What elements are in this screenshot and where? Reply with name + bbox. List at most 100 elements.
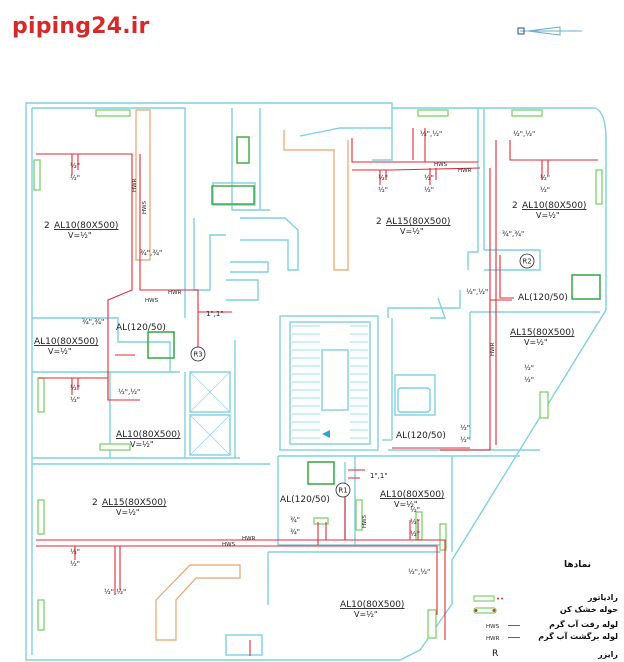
hwr-line-icon: HWR bbox=[486, 636, 520, 642]
legend-item-hwr: HWR لوله برگشت آب گرم bbox=[470, 632, 620, 643]
pipe-size-label: ½" bbox=[70, 174, 80, 182]
pipe-size-label: ½",½" bbox=[466, 288, 488, 296]
radiator bbox=[99, 443, 131, 451]
room-valve-size: V=½" bbox=[68, 231, 92, 240]
room-valve-size: V=½" bbox=[536, 211, 560, 220]
room-radiator-spec: AL15(80X500) bbox=[386, 217, 450, 227]
towel-dryer-spec: AL(120/50) bbox=[280, 495, 330, 505]
room-valve-size: V=½" bbox=[130, 440, 154, 449]
room-valve-size: V=½" bbox=[354, 610, 378, 619]
room-prefix: 2 bbox=[44, 221, 50, 231]
room-prefix: 2 bbox=[512, 201, 518, 211]
building-walls bbox=[25, 102, 607, 661]
riser-circle bbox=[519, 253, 535, 269]
sanitary-fixture bbox=[211, 185, 255, 205]
room-radiator-spec: AL10(80X500) bbox=[522, 201, 586, 211]
room-radiator-spec: AL10(80X500) bbox=[54, 221, 118, 231]
sanitary-fixture bbox=[307, 461, 335, 485]
brand-logo-text: piping24.ir bbox=[12, 14, 150, 39]
riser-symbol-text: R bbox=[492, 649, 499, 659]
radiator bbox=[511, 109, 543, 117]
room-valve-size: V=½" bbox=[524, 338, 548, 347]
pipe-label: HWR bbox=[490, 342, 496, 356]
pipe-label: HWS bbox=[142, 200, 148, 214]
sanitary-fixture bbox=[571, 274, 601, 300]
pipe-size-label: ½" bbox=[424, 174, 434, 182]
pipe-label: HWS bbox=[434, 162, 448, 168]
room-valve-size: V=½" bbox=[116, 508, 140, 517]
legend-label: حوله خشک کن bbox=[559, 605, 618, 614]
pipe-size-label: ½" bbox=[378, 186, 388, 194]
towel-dryer-spec: AL(120/50) bbox=[396, 431, 446, 441]
pipe-size-label: ½" bbox=[70, 548, 80, 556]
pipe-size-label: ½" bbox=[70, 384, 80, 392]
pipe-size-label: ½" bbox=[378, 174, 388, 182]
riser-circle bbox=[335, 482, 351, 498]
pipe-size-label: ½",½" bbox=[513, 130, 535, 138]
radiator bbox=[439, 523, 447, 551]
pipe-size-label: ½",½" bbox=[104, 588, 126, 596]
room-radiator-spec: AL10(80X500) bbox=[340, 600, 404, 610]
room-radiator-spec: AL10(80X500) bbox=[116, 430, 180, 440]
room-radiator-spec: AL10(80X500) bbox=[380, 490, 444, 500]
pipe-size-label: ¾",¾" bbox=[140, 249, 162, 257]
legend-item-riser: R رایزر bbox=[470, 649, 620, 661]
pipe-label: HWR bbox=[242, 536, 256, 542]
radiator bbox=[313, 517, 329, 525]
room-prefix: 2 bbox=[376, 217, 382, 227]
pipe-size-label: ½" bbox=[70, 162, 80, 170]
north-arrow-icon bbox=[517, 26, 582, 36]
pipe-label: HWS bbox=[145, 298, 159, 304]
towel-dryer-symbol-icon bbox=[473, 607, 497, 614]
pipe-size-label: ¾",¾" bbox=[502, 230, 524, 238]
radiators bbox=[33, 109, 603, 639]
riser-label: R1 bbox=[338, 487, 347, 495]
sanitary-fixture bbox=[147, 331, 175, 359]
riser-circle bbox=[190, 346, 206, 362]
pipe-label: HWR bbox=[132, 178, 138, 192]
pipe-size-label: ½" bbox=[410, 530, 420, 538]
pipe-size-label: ½",½" bbox=[408, 568, 430, 576]
stair-direction-arrow-icon bbox=[322, 430, 330, 438]
radiator bbox=[595, 169, 603, 205]
hws-symbol-text: HWS bbox=[486, 624, 500, 630]
towel-dryer-spec: AL(120/50) bbox=[518, 293, 568, 303]
legend-item-towel: حوله خشک کن bbox=[470, 605, 620, 616]
legend-label: رادیاتور bbox=[587, 593, 618, 602]
legend-item-radiator: رادیاتور bbox=[470, 593, 620, 604]
radiator bbox=[37, 377, 45, 413]
legend-label: لوله برگشت آب گرم bbox=[538, 632, 618, 641]
room-radiator-spec: AL10(80X500) bbox=[34, 337, 98, 347]
pipe-label: HWR bbox=[168, 290, 182, 296]
hws-line-icon: HWS bbox=[486, 624, 520, 630]
pipe-size-label: ½" bbox=[410, 506, 420, 514]
pipe-size-label: ¾" bbox=[290, 516, 300, 524]
pipe-size-label: ½" bbox=[524, 364, 534, 372]
riser-label: R3 bbox=[193, 351, 202, 359]
pipe-size-label: ½" bbox=[410, 518, 420, 526]
orange-partitions bbox=[135, 109, 349, 641]
radiator-symbol-icon bbox=[473, 595, 503, 602]
room-valve-size: V=½" bbox=[394, 500, 418, 509]
radiator bbox=[427, 609, 437, 639]
radiator bbox=[355, 499, 363, 531]
pipe-size-label: ½" bbox=[460, 436, 470, 444]
legend-label: لوله رفت آب گرم bbox=[549, 620, 618, 629]
pipe-size-label: 1",1" bbox=[370, 472, 388, 480]
radiator bbox=[37, 499, 45, 535]
legend-item-hws: HWS لوله رفت آب گرم bbox=[470, 620, 620, 631]
sanitary-fixture bbox=[236, 136, 250, 164]
pipe-size-label: ½" bbox=[70, 560, 80, 568]
radiator bbox=[95, 109, 131, 117]
pipe-label: HWR bbox=[458, 168, 472, 174]
pipe-size-label: ½" bbox=[524, 376, 534, 384]
pipe-size-label: ¾" bbox=[290, 528, 300, 536]
pipe-label: HWS bbox=[362, 514, 368, 528]
room-prefix: 2 bbox=[92, 498, 98, 508]
pipe-size-label: ½" bbox=[460, 424, 470, 432]
towel-dryer-spec: AL(120/50) bbox=[116, 323, 166, 333]
riser-label: R2 bbox=[522, 258, 531, 266]
